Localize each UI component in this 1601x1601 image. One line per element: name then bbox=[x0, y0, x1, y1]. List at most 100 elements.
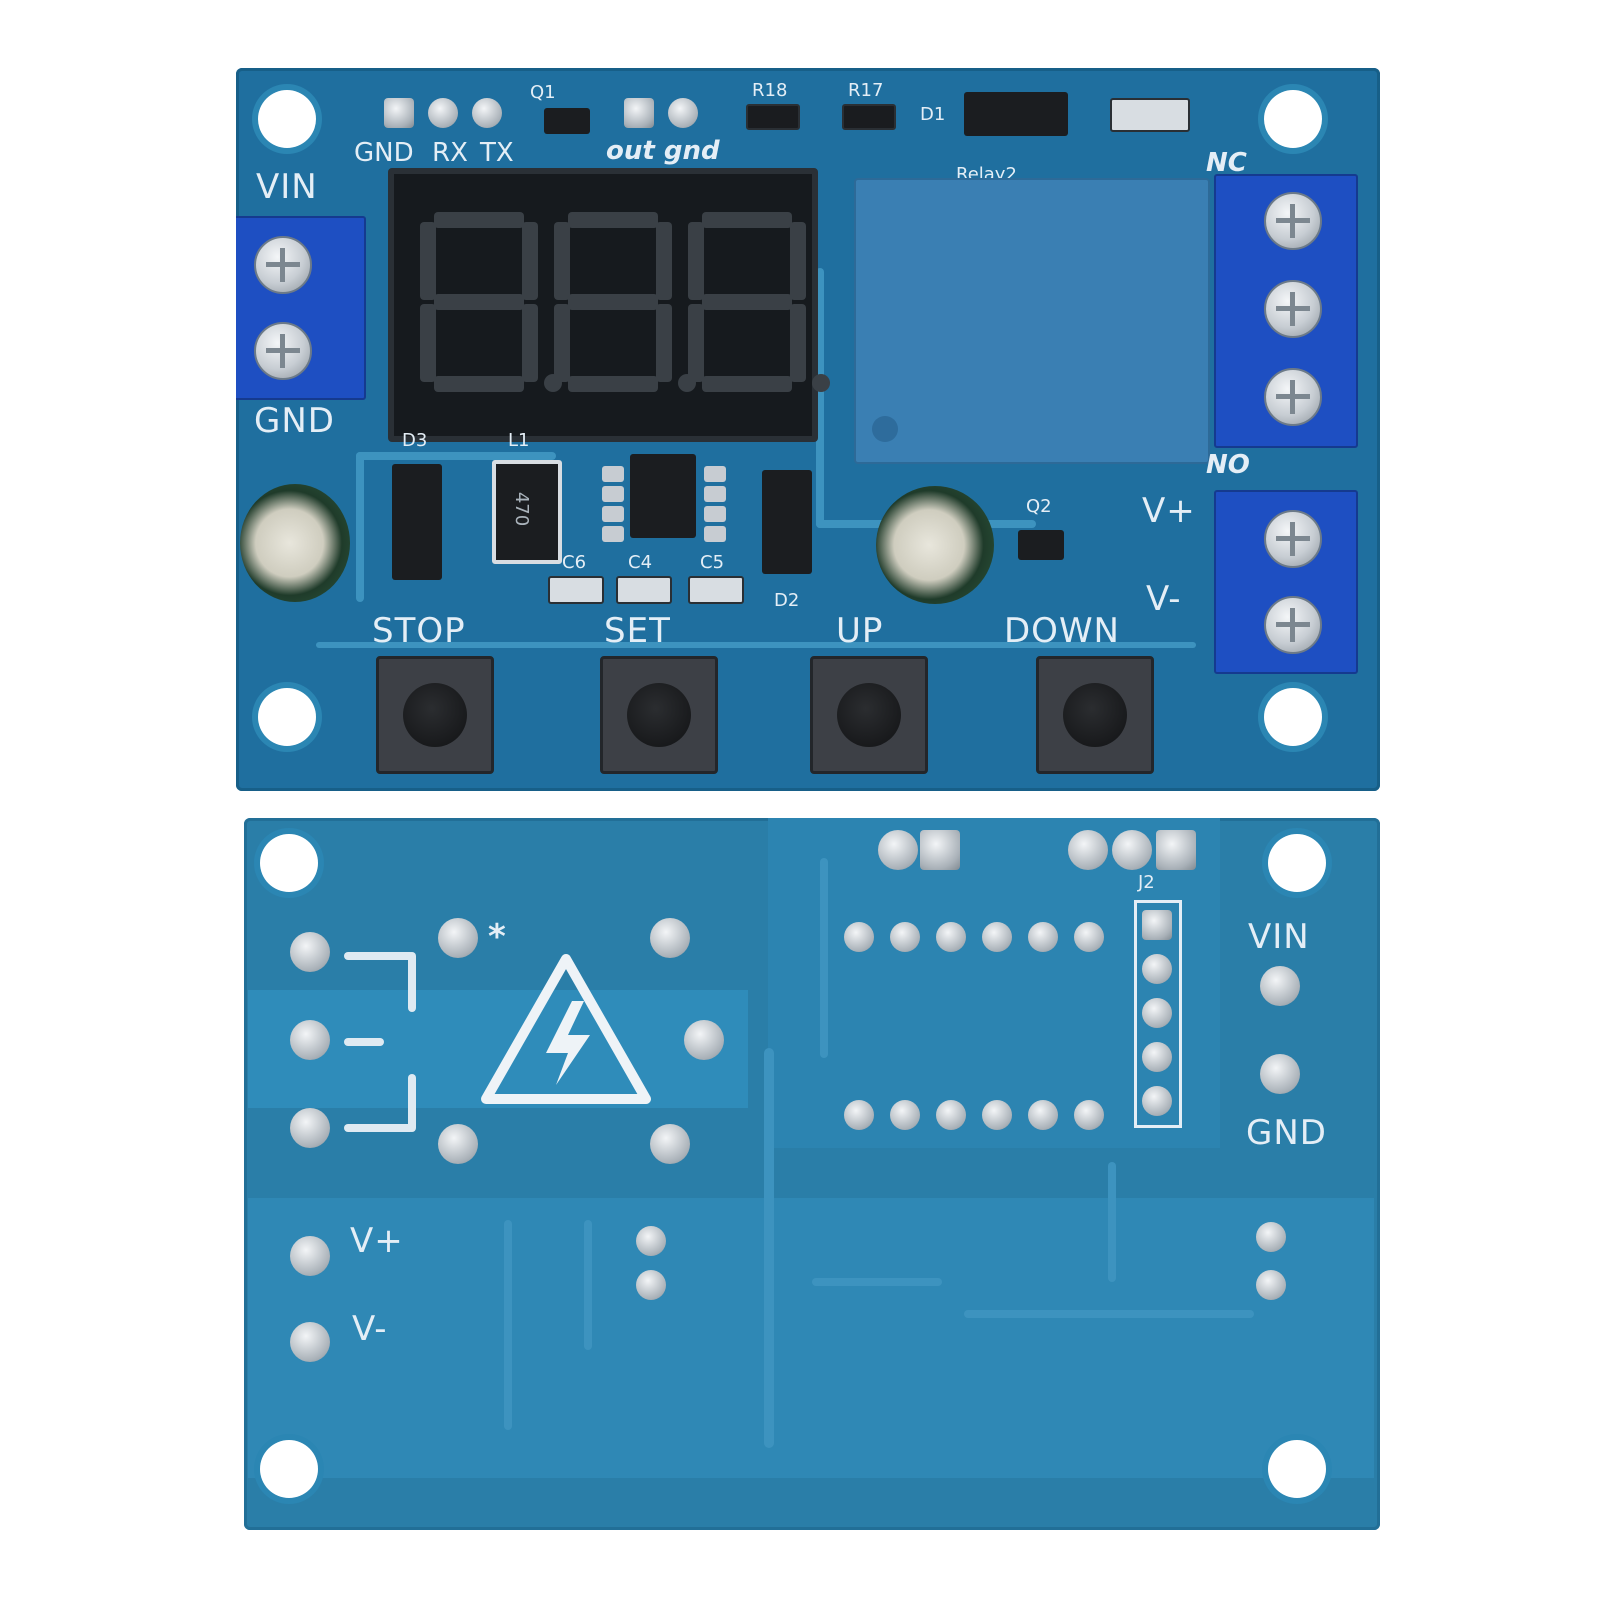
label-vminus-bottom: V- bbox=[352, 1309, 388, 1349]
label-d2: D2 bbox=[774, 590, 800, 611]
pcb-trace bbox=[816, 268, 824, 528]
ic-pad bbox=[844, 922, 874, 952]
header-pin-gnd bbox=[384, 98, 414, 128]
screw-terminal bbox=[254, 236, 312, 294]
pcb-trace bbox=[812, 1278, 942, 1286]
silkscreen-band bbox=[248, 1198, 1374, 1478]
ic-pin bbox=[602, 486, 624, 502]
seven-segment-display bbox=[388, 168, 830, 442]
up-button-cap[interactable] bbox=[837, 683, 901, 747]
screw-terminal bbox=[1264, 192, 1322, 250]
label-down: DOWN bbox=[1004, 611, 1120, 651]
label-c6: C6 bbox=[562, 552, 587, 573]
high-voltage-warning-icon bbox=[481, 954, 651, 1104]
mounting-hole bbox=[1268, 834, 1326, 892]
ic-chip bbox=[630, 454, 696, 538]
down-button-cap[interactable] bbox=[1063, 683, 1127, 747]
ic-pad bbox=[1028, 1100, 1058, 1130]
stop-button[interactable] bbox=[376, 656, 494, 774]
label-j2: J2 bbox=[1138, 872, 1155, 893]
header-pin-gnd-2 bbox=[668, 98, 698, 128]
solder-pad bbox=[290, 1020, 330, 1060]
label-c4: C4 bbox=[628, 552, 653, 573]
set-button[interactable] bbox=[600, 656, 718, 774]
label-vminus: V- bbox=[1146, 579, 1182, 619]
solder-pad bbox=[1156, 830, 1196, 870]
diode-d3 bbox=[392, 464, 442, 580]
label-q1: Q1 bbox=[530, 82, 556, 103]
relay-contact-symbol bbox=[408, 952, 416, 1012]
solder-pad-gnd bbox=[1260, 1054, 1300, 1094]
ic-pin bbox=[704, 486, 726, 502]
label-r18: R18 bbox=[752, 80, 788, 101]
header-pin-tx bbox=[472, 98, 502, 128]
electrolytic-capacitor bbox=[876, 486, 994, 604]
down-button[interactable] bbox=[1036, 656, 1154, 774]
label-tx: TX bbox=[480, 138, 514, 168]
pcb-trace bbox=[504, 1220, 512, 1430]
mounting-hole bbox=[260, 1440, 318, 1498]
solder-pad-vin bbox=[1260, 966, 1300, 1006]
ic-pin bbox=[602, 526, 624, 542]
label-up: UP bbox=[836, 611, 884, 651]
solder-pad bbox=[438, 918, 478, 958]
label-vin-bottom: VIN bbox=[1248, 917, 1310, 957]
inductor-value: 470 bbox=[511, 491, 533, 527]
mounting-hole bbox=[258, 688, 316, 746]
mounting-hole bbox=[1264, 90, 1322, 148]
up-button[interactable] bbox=[810, 656, 928, 774]
j2-header-outline bbox=[1134, 900, 1182, 1128]
solder-pad bbox=[290, 932, 330, 972]
pcb-bottom-side: * V+ V- J2 VIN GND bbox=[244, 818, 1380, 1530]
screw-terminal bbox=[1264, 368, 1322, 426]
screw-terminal bbox=[1264, 510, 1322, 568]
j2-pin bbox=[1142, 1042, 1172, 1072]
label-d3: D3 bbox=[402, 430, 428, 451]
mounting-hole bbox=[1268, 1440, 1326, 1498]
ic-pad bbox=[982, 922, 1012, 952]
label-l1: L1 bbox=[508, 430, 530, 451]
ic-pin bbox=[602, 506, 624, 522]
label-c5: C5 bbox=[700, 552, 725, 573]
label-q2: Q2 bbox=[1026, 496, 1052, 517]
stop-button-cap[interactable] bbox=[403, 683, 467, 747]
j2-pin bbox=[1142, 998, 1172, 1028]
ic-pin bbox=[602, 466, 624, 482]
capacitor-c5 bbox=[688, 576, 744, 604]
display-digit bbox=[688, 212, 830, 392]
pcb-trace bbox=[1108, 1162, 1116, 1282]
ic-pin bbox=[704, 526, 726, 542]
silkscreen-band bbox=[248, 990, 748, 1108]
relay-contact-symbol bbox=[408, 1074, 416, 1132]
ic-pin bbox=[704, 466, 726, 482]
solder-pad-vplus bbox=[290, 1236, 330, 1276]
mounting-hole bbox=[1264, 688, 1322, 746]
ic-pad bbox=[982, 1100, 1012, 1130]
mounting-hole bbox=[258, 90, 316, 148]
j2-pin bbox=[1142, 1086, 1172, 1116]
solder-pad bbox=[878, 830, 918, 870]
label-vplus: V+ bbox=[1142, 491, 1196, 531]
ic-pad bbox=[890, 922, 920, 952]
solder-pad bbox=[684, 1020, 724, 1060]
ic-pad bbox=[936, 1100, 966, 1130]
diode-d1 bbox=[964, 92, 1068, 136]
pcb-top-side: GND RX TX out gnd Q1 R18 R17 D1 VIN GND bbox=[236, 68, 1380, 791]
header-pin-rx bbox=[428, 98, 458, 128]
star-mark: * bbox=[488, 917, 507, 957]
ic-pin bbox=[704, 506, 726, 522]
j2-pin bbox=[1142, 910, 1172, 940]
capacitor-c6 bbox=[548, 576, 604, 604]
label-vin: VIN bbox=[256, 167, 318, 207]
terminal-block-output bbox=[1214, 490, 1358, 674]
ic-pad bbox=[1074, 922, 1104, 952]
screw-terminal bbox=[254, 322, 312, 380]
solder-pad bbox=[650, 1124, 690, 1164]
resistor-r17 bbox=[842, 104, 896, 130]
electrolytic-capacitor bbox=[240, 484, 350, 602]
set-button-cap[interactable] bbox=[627, 683, 691, 747]
solder-pad-vminus bbox=[290, 1322, 330, 1362]
ic-pad bbox=[936, 922, 966, 952]
label-no: NO bbox=[1206, 450, 1250, 480]
relay-marker bbox=[872, 416, 898, 442]
